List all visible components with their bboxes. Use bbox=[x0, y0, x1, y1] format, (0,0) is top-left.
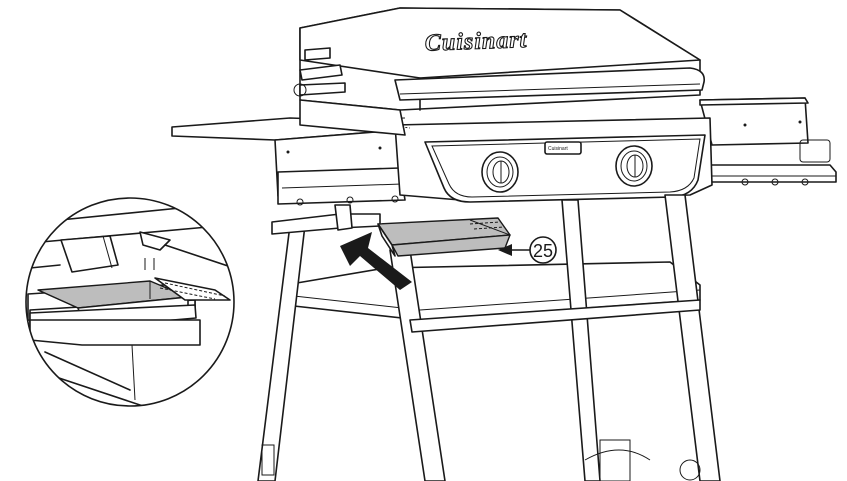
right-shelf-slots bbox=[741, 178, 809, 186]
right-burner-knob bbox=[615, 145, 653, 187]
insertion-arrow bbox=[340, 232, 412, 290]
callout-25: 25 bbox=[498, 236, 557, 264]
callout-circle bbox=[529, 236, 557, 264]
grease-tray bbox=[377, 217, 511, 257]
right-towel-bar bbox=[799, 139, 831, 163]
brand-logo-lid: Cuisinart bbox=[424, 27, 528, 57]
grill-lid: Cuisinart bbox=[293, 7, 706, 136]
control-panel-badge bbox=[544, 141, 582, 155]
left-shelf-slots bbox=[296, 195, 399, 206]
detail-circle-outline bbox=[25, 197, 235, 407]
tray-holder-bracket bbox=[271, 204, 381, 235]
callout-number: 25 bbox=[533, 241, 553, 261]
detail-view-inset bbox=[25, 197, 235, 407]
svg-text:Cuisinart: Cuisinart bbox=[548, 146, 568, 152]
right-side-shelf bbox=[699, 97, 837, 186]
left-burner-knob bbox=[481, 151, 519, 193]
cart-frame bbox=[257, 194, 721, 481]
control-panel: Cuisinart bbox=[424, 134, 706, 203]
tray-grate bbox=[469, 221, 505, 230]
side-handle bbox=[293, 47, 346, 97]
